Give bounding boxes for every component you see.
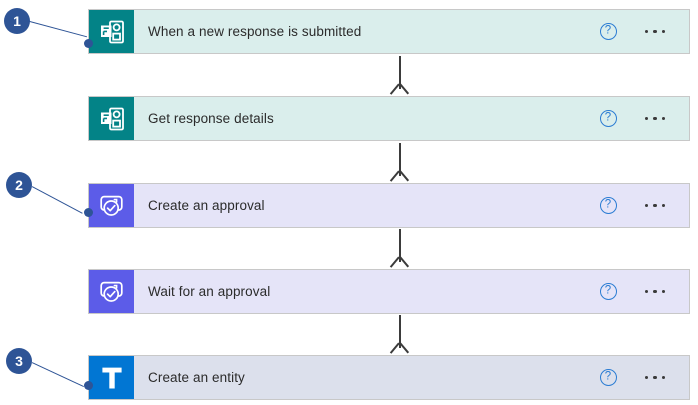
more-commands-icon[interactable] [643,200,668,212]
callout-leader-line-1 [25,20,88,38]
help-icon[interactable]: ? [599,283,617,300]
callout-badge-3: 3 [6,348,32,374]
arrow-down-icon [388,315,412,356]
flow-step-label: Get response details [148,111,274,126]
callout-badge-1: 1 [4,8,30,34]
more-commands-icon[interactable] [643,113,668,125]
arrow-down-icon [388,229,412,270]
help-icon[interactable]: ? [599,110,617,127]
more-commands-icon[interactable] [643,286,668,298]
arrow-down-icon [388,143,412,184]
flow-step-label: Wait for an approval [148,284,271,299]
flow-step-card[interactable]: When a new response is submitted ? [88,9,690,54]
flow-step-actions: ? [599,10,690,53]
callout-leader-line-2 [31,186,83,215]
flow-step-actions: ? [599,184,690,227]
microsoft-forms-icon [89,97,134,140]
help-icon[interactable]: ? [599,197,617,214]
flow-steps-column: When a new response is submitted ? Ge [88,0,692,405]
flow-step-card[interactable]: Get response details ? [88,96,690,141]
help-icon[interactable]: ? [599,23,617,40]
callout-leader-dot-1 [84,39,93,48]
approvals-icon [89,184,134,227]
callout-leader-line-3 [31,362,84,388]
flow-step-label: Create an entity [148,370,245,385]
flow-step-label: When a new response is submitted [148,24,362,39]
flow-step-actions: ? [599,97,690,140]
flow-step-actions: ? [599,270,690,313]
approvals-icon [89,270,134,313]
flow-step-card[interactable]: Wait for an approval ? [88,269,690,314]
flow-step-card[interactable]: Create an entity ? [88,355,690,400]
dataverse-table-icon [89,356,134,399]
help-icon[interactable]: ? [599,369,617,386]
flow-step-actions: ? [599,356,690,399]
callout-badge-2: 2 [6,172,32,198]
more-commands-icon[interactable] [643,372,668,384]
callout-leader-dot-2 [84,208,93,217]
callout-leader-dot-3 [84,381,93,390]
arrow-down-icon [388,56,412,97]
more-commands-icon[interactable] [643,26,668,38]
microsoft-forms-icon [89,10,134,53]
flow-step-label: Create an approval [148,198,265,213]
flow-step-card[interactable]: Create an approval ? [88,183,690,228]
